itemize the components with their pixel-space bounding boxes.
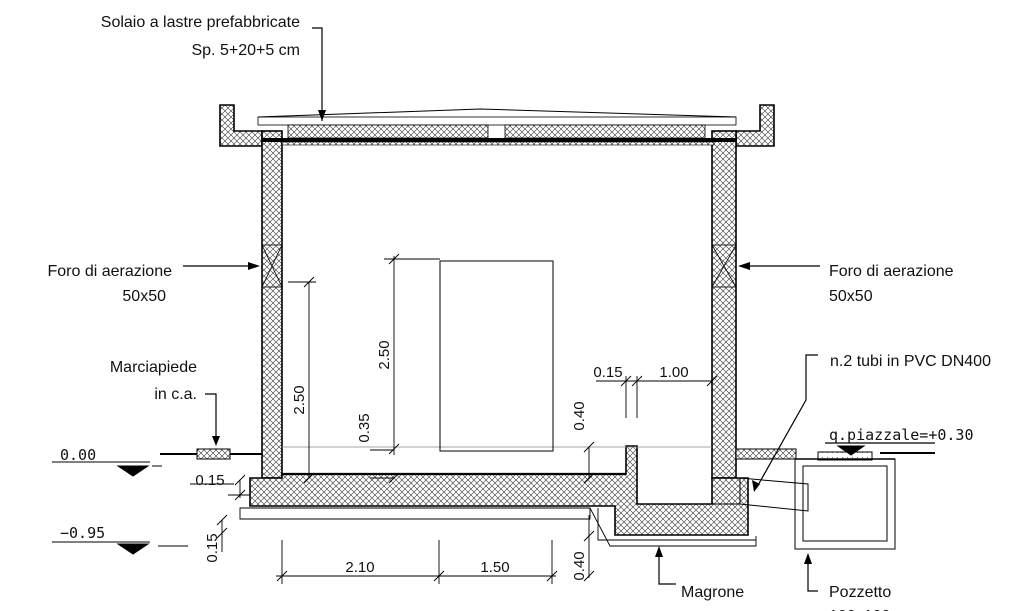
piazzale-label: q.piazzale=+0.30 [829,426,974,444]
dim-door-sill: 0.35 [356,413,373,442]
dimension-lines [190,253,718,584]
building-structure [219,104,775,536]
magrone-label: Magrone [681,584,744,601]
arrowheads [212,110,812,564]
sidewalk-label-line1: Marciapiede [110,359,197,376]
pozzetto-label-line1: Pozzetto [829,584,891,601]
left-parapet [219,104,263,147]
dim-step-left: 0.15 [195,472,224,489]
pozzetto-box [794,451,896,550]
dim-gap-width: 1.00 [659,364,688,381]
leaders [183,27,935,592]
vent-hole-right [711,244,737,288]
vent-hole-left [261,244,283,288]
dim-wall-height: 2.50 [291,385,308,414]
vent-right-label-line1: Foro di aerazione [829,263,954,280]
dim-door-height: 2.50 [376,340,393,369]
foundation-slab [249,445,749,536]
right-wall [711,130,737,479]
exterior-paving [735,448,797,460]
vent-left-label-line1: Foro di aerazione [47,263,172,280]
dim-gap: 0.15 [593,364,622,381]
roof-label-line1: Solaio a lastre prefabbricate [101,14,300,31]
level-ground-label: 0.00 [60,446,96,464]
door-opening [439,260,554,452]
right-parapet [735,104,775,147]
pvc-pipes [711,477,809,512]
sidewalk-label-line2: in c.a. [154,386,197,403]
dim-step-right: 0.40 [571,401,588,430]
pipes-label: n.2 tubi in PVC DN400 [830,353,991,370]
roof-slab [257,108,737,146]
vent-left-label-line2: 50x50 [122,288,166,305]
vent-right-label-line2: 50x50 [829,288,873,305]
roof-label-line2: Sp. 5+20+5 cm [191,42,300,59]
dim-step-right-lower: 0.40 [571,551,588,580]
magrone-layer [239,507,757,547]
dim-base-left: 2.10 [345,559,374,576]
sidewalk [196,448,231,460]
dim-base-right: 1.50 [480,559,509,576]
level-bottom-label: −0.95 [60,524,105,542]
pozzetto-label-line2: 100x100 [829,608,890,611]
level-marks [52,445,866,555]
left-wall [261,130,283,479]
dim-step-left-lower: 0.15 [204,533,221,562]
